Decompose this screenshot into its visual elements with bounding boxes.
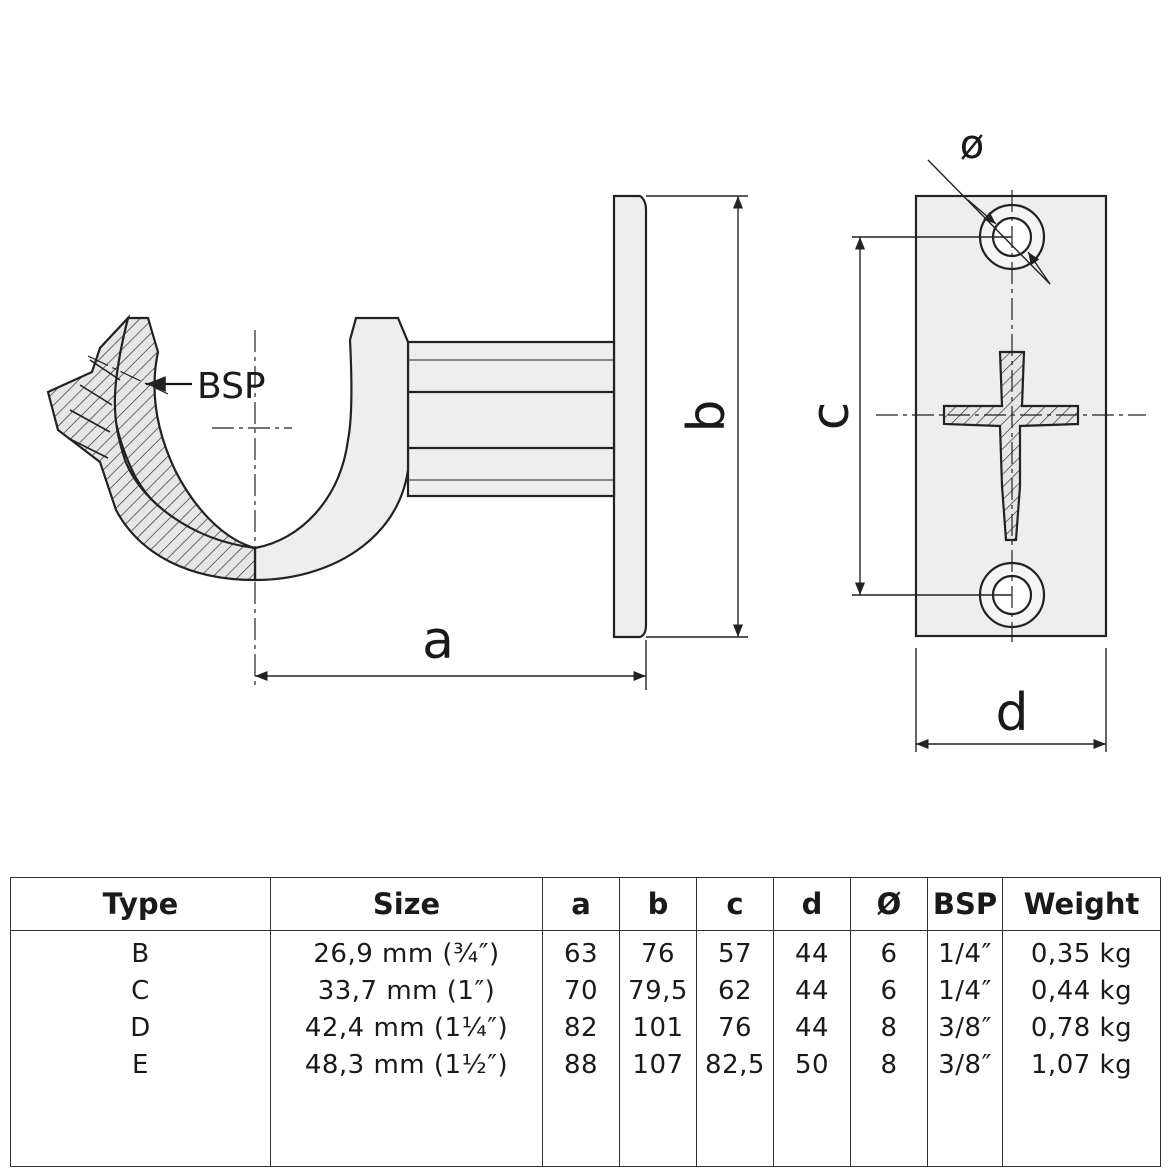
col-diameter: 6 6 8 8 [850,930,928,1167]
col-size: 26,9 mm (¾″) 33,7 mm (1″) 42,4 mm (1¼″) … [270,930,543,1167]
table-body: B C D E 26,9 mm (¾″) 33,7 mm (1″) 42,4 m… [10,930,1161,1167]
header-c: c [696,877,774,931]
cell-diameter: 6 [880,976,898,1006]
dim-c-label: c [801,402,861,431]
header-type: Type [10,877,271,931]
hook-body [253,316,410,582]
cell-c: 62 [717,976,753,1006]
cell-c: 57 [717,939,753,969]
dim-b-label: b [677,399,737,432]
side-wall-plate [612,194,648,639]
dim-hole-label: ø [960,122,984,168]
col-c: 57 62 76 82,5 [696,930,774,1167]
cell-type: C [131,976,150,1006]
cell-b: 101 [632,1013,684,1043]
col-b: 76 79,5 101 107 [619,930,697,1167]
cell-weight: 0,35 kg [1030,939,1133,969]
cell-a: 63 [563,939,599,969]
cell-bsp: 3/8″ [938,1050,992,1080]
cell-d: 44 [794,976,830,1006]
col-bsp: 1/4″ 1/4″ 3/8″ 3/8″ [927,930,1003,1167]
cell-c: 76 [717,1013,753,1043]
cell-type: B [131,939,150,969]
dim-a-label: a [422,611,454,671]
side-arm [406,340,616,498]
cell-size: 48,3 mm (1½″) [304,1050,509,1080]
cell-size: 26,9 mm (¾″) [313,939,500,969]
technical-drawing: BSP a b c d [46,122,1146,752]
header-diameter: Ø [850,877,928,931]
dim-d-label: d [995,683,1028,743]
dimension-hole [927,159,1051,285]
front-centerlines [876,190,1146,642]
cell-size: 42,4 mm (1¼″) [304,1013,509,1043]
cell-weight: 0,44 kg [1030,976,1133,1006]
cell-bsp: 3/8″ [938,1013,992,1043]
col-d: 44 44 44 50 [773,930,851,1167]
table-header-row: Type Size a b c d Ø BSP Weight [10,877,1161,931]
bsp-label: BSP [197,366,266,407]
cell-type: E [132,1050,149,1080]
header-bsp: BSP [927,877,1003,931]
cell-bsp: 1/4″ [938,976,992,1006]
col-type: B C D E [10,930,271,1167]
col-a: 63 70 82 88 [542,930,620,1167]
cell-b: 107 [632,1050,684,1080]
cell-diameter: 8 [880,1013,898,1043]
cell-weight: 1,07 kg [1030,1050,1133,1080]
dimension-a [255,640,647,690]
dimension-b [646,195,748,638]
header-weight: Weight [1002,877,1161,931]
cell-d: 44 [794,939,830,969]
header-d: d [773,877,851,931]
cell-a: 88 [563,1050,599,1080]
specification-table: Type Size a b c d Ø BSP Weight B C D E 2… [10,877,1161,1167]
cell-a: 82 [563,1013,599,1043]
header-size: Size [270,877,543,931]
header-a: a [542,877,620,931]
cell-bsp: 1/4″ [938,939,992,969]
cell-size: 33,7 mm (1″) [317,976,496,1006]
side-view-hook [46,194,648,639]
dimension-d [915,648,1107,752]
header-b: b [619,877,697,931]
front-view-plate [914,194,1108,638]
dimension-c [852,236,1012,596]
cell-c: 82,5 [705,1050,765,1080]
cell-diameter: 6 [880,939,898,969]
cell-a: 70 [563,976,599,1006]
cell-b: 76 [640,939,676,969]
cross-section [942,350,1080,542]
col-weight: 0,35 kg 0,44 kg 0,78 kg 1,07 kg [1002,930,1161,1167]
cell-b: 79,5 [628,976,688,1006]
cell-type: D [130,1013,151,1043]
cell-weight: 0,78 kg [1030,1013,1133,1043]
cell-d: 44 [794,1013,830,1043]
cell-diameter: 8 [880,1050,898,1080]
cell-d: 50 [794,1050,830,1080]
hook-thread-section [46,314,257,582]
